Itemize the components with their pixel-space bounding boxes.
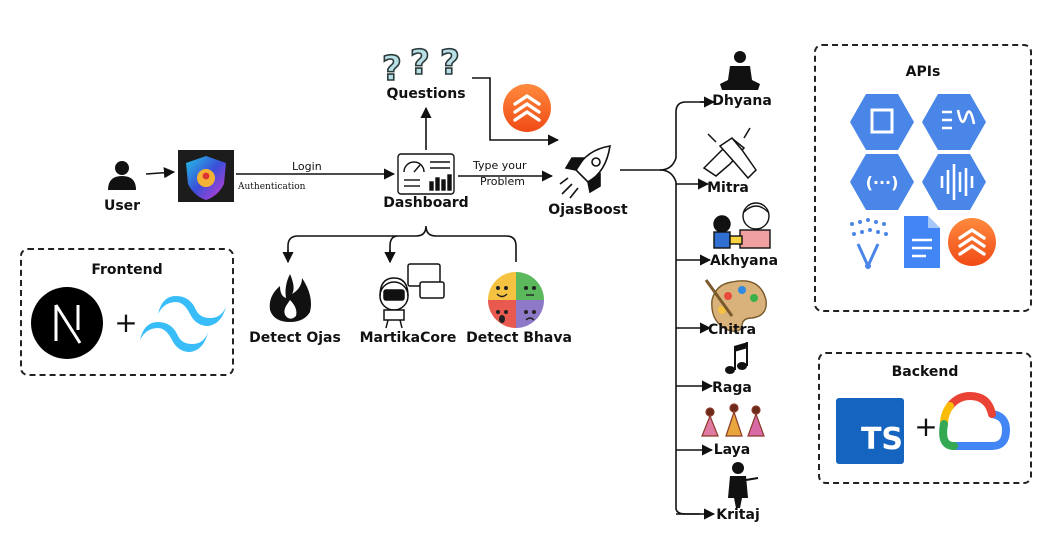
module-mitra-label: Mitra xyxy=(707,180,749,196)
frontend-title: Frontend xyxy=(91,262,163,278)
backend-plus: + xyxy=(914,410,938,443)
type-problem-line2: Problem xyxy=(480,175,525,188)
questions-label: Questions xyxy=(386,86,466,102)
authentication-edge-label: Authentication xyxy=(238,182,306,192)
gcp-api-icon: (···) xyxy=(850,94,986,210)
ojasboost-label: OjasBoost xyxy=(548,202,628,218)
nextjs-logo-icon xyxy=(31,287,103,359)
fire-icon xyxy=(269,274,311,322)
connectors xyxy=(145,77,716,520)
typescript-logo-icon xyxy=(836,398,904,464)
arrow-questions-to-ojasboost xyxy=(472,77,560,146)
module-raga-label: Raga xyxy=(712,380,752,396)
tailwind-logo-icon xyxy=(140,296,226,352)
shield-icon xyxy=(178,150,234,202)
dancers-icon xyxy=(701,403,765,437)
brace-dashboard-features xyxy=(287,225,517,262)
arrow-user-to-auth xyxy=(145,167,176,179)
login-edge-label: Login xyxy=(292,160,322,173)
rocket-icon xyxy=(559,145,611,199)
module-dhyana-label: Dhyana xyxy=(712,93,772,109)
svg-text:?: ? xyxy=(410,43,430,83)
flame-brand-icon-api xyxy=(948,218,996,266)
music-note-icon xyxy=(725,342,748,374)
detect-bhava-label: Detect Bhava xyxy=(466,330,572,346)
emotion-faces-icon xyxy=(488,272,544,328)
ts-logo-text: TS xyxy=(860,422,904,457)
flame-brand-icon xyxy=(503,84,551,132)
robot-icon xyxy=(379,263,445,329)
module-chitra-label: Chitra xyxy=(707,322,757,338)
frontend-plus: + xyxy=(114,306,138,339)
frontend-box: Frontend xyxy=(20,248,234,376)
handshake-icon xyxy=(702,127,757,180)
apis-title: APIs xyxy=(905,64,941,80)
type-problem-line1: Type your xyxy=(473,159,527,172)
svg-text:(···): (···) xyxy=(866,173,899,192)
dashboard-icon xyxy=(397,153,455,195)
apis-box: APIs xyxy=(814,44,1032,312)
user-label: User xyxy=(103,198,141,214)
module-kritaj-label: Kritaj xyxy=(716,507,760,523)
person-icon xyxy=(108,161,136,190)
module-akhyana-label: Akhyana xyxy=(709,253,779,269)
storytelling-icon xyxy=(713,202,771,249)
bracket-ojasboost-modules xyxy=(620,101,712,171)
dashboard-label: Dashboard xyxy=(383,195,469,211)
svg-text:?: ? xyxy=(382,49,402,89)
backend-box: Backend xyxy=(818,352,1032,484)
meditation-icon xyxy=(720,51,760,90)
module-laya-label: Laya xyxy=(713,442,751,458)
thank-you-icon xyxy=(728,462,759,508)
vertex-ai-icon xyxy=(850,218,888,270)
svg-text:?: ? xyxy=(440,43,460,83)
google-cloud-logo-icon xyxy=(939,391,1011,450)
backend-title: Backend xyxy=(891,364,959,380)
question-marks-icon: ? ? ? xyxy=(381,42,460,90)
detect-ojas-label: Detect Ojas xyxy=(249,330,341,346)
document-icon xyxy=(904,216,940,268)
palette-icon xyxy=(704,279,767,333)
martikacore-label: MartikaCore xyxy=(359,330,457,346)
